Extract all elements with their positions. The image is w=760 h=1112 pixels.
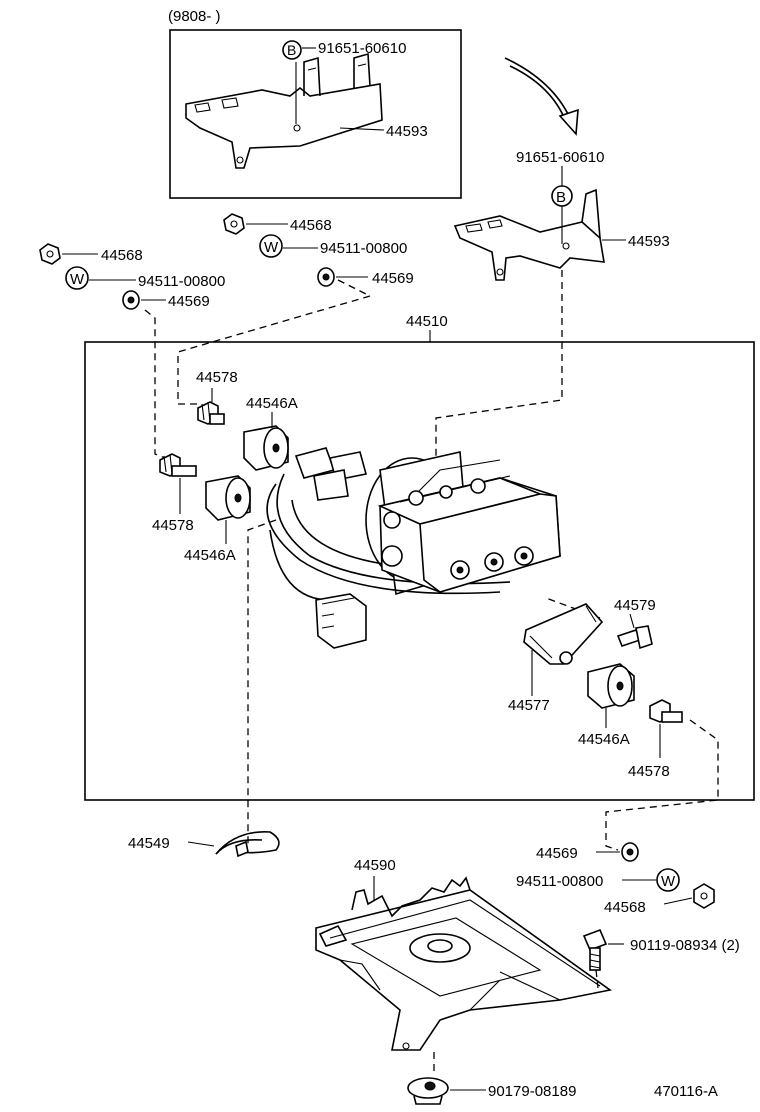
bolt-right — [616, 625, 653, 650]
nut-bottom — [693, 883, 715, 909]
label-bolt-b-inset: 91651-60610 — [318, 40, 406, 57]
label-cushion-right: 44546A — [578, 731, 630, 748]
cushion-right — [587, 663, 635, 709]
stud-upper — [197, 401, 225, 425]
actuator-frame — [84, 341, 755, 801]
label-cushion-lower: 44546A — [184, 547, 236, 564]
figure-id: 470116-A — [654, 1083, 718, 1100]
inset-frame — [169, 29, 462, 199]
label-clamp: 44549 — [128, 835, 170, 852]
label-bracket-inset: 44593 — [386, 123, 428, 140]
label-spacer-left: 44569 — [168, 293, 210, 310]
label-bolt-right: 44579 — [614, 597, 656, 614]
label-bolt-b: 91651-60610 — [516, 149, 604, 166]
label-cushion-upper: 44546A — [246, 395, 298, 412]
label-washer-top-mid: 94511-00800 — [320, 240, 407, 257]
label-washer-bottom: 94511-00800 — [516, 873, 603, 890]
cushion-lower — [205, 475, 251, 521]
clamp — [215, 831, 280, 858]
callout-w-left — [65, 266, 89, 290]
label-actuator-assy: 44510 — [406, 313, 448, 330]
callout-w-top-mid — [259, 234, 283, 258]
stud-right — [649, 699, 683, 723]
label-stud-right: 44578 — [628, 763, 670, 780]
callout-w-top-mid-letter: W — [264, 239, 279, 256]
inset-bracket-drawing — [185, 52, 383, 169]
label-nut-left: 44568 — [101, 247, 143, 264]
label-nut-bottom: 44568 — [604, 899, 646, 916]
label-stud-upper: 44578 — [196, 369, 238, 386]
label-bracket-small: 44577 — [508, 697, 550, 714]
transition-arrow — [504, 57, 571, 119]
stud-lower — [159, 453, 197, 477]
callout-b-letter: B — [556, 189, 566, 206]
label-stud-lower: 44578 — [152, 517, 194, 534]
nut-left — [39, 243, 61, 265]
callout-w-left-letter: W — [70, 271, 85, 288]
label-bracket: 44593 — [628, 233, 670, 250]
callout-w-bottom — [656, 868, 680, 892]
label-washer-left: 94511-00800 — [138, 273, 225, 290]
label-spacer-bottom: 44569 — [536, 845, 578, 862]
callout-w-bottom-letter: W — [661, 873, 676, 890]
inset-label: (9808- ) — [168, 8, 221, 25]
label-base-bracket: 44590 — [354, 857, 396, 874]
label-spacer-top-mid: 44569 — [372, 270, 414, 287]
bolt-bottom — [582, 928, 608, 971]
label-grommet: 90179-08189 — [488, 1083, 576, 1100]
nut-top-mid — [223, 213, 245, 235]
label-nut-top-mid: 44568 — [290, 217, 332, 234]
label-bolt-bottom: 90119-08934 (2) — [630, 937, 740, 954]
cushion-upper — [243, 425, 289, 471]
grommet — [407, 1077, 449, 1105]
bracket-small — [523, 603, 604, 665]
base-bracket — [315, 876, 612, 1051]
callout-b-inset — [282, 40, 302, 60]
callout-b-inset-letter: B — [287, 42, 296, 58]
actuator-unit — [266, 447, 561, 649]
bracket-44593-drawing — [453, 188, 605, 281]
